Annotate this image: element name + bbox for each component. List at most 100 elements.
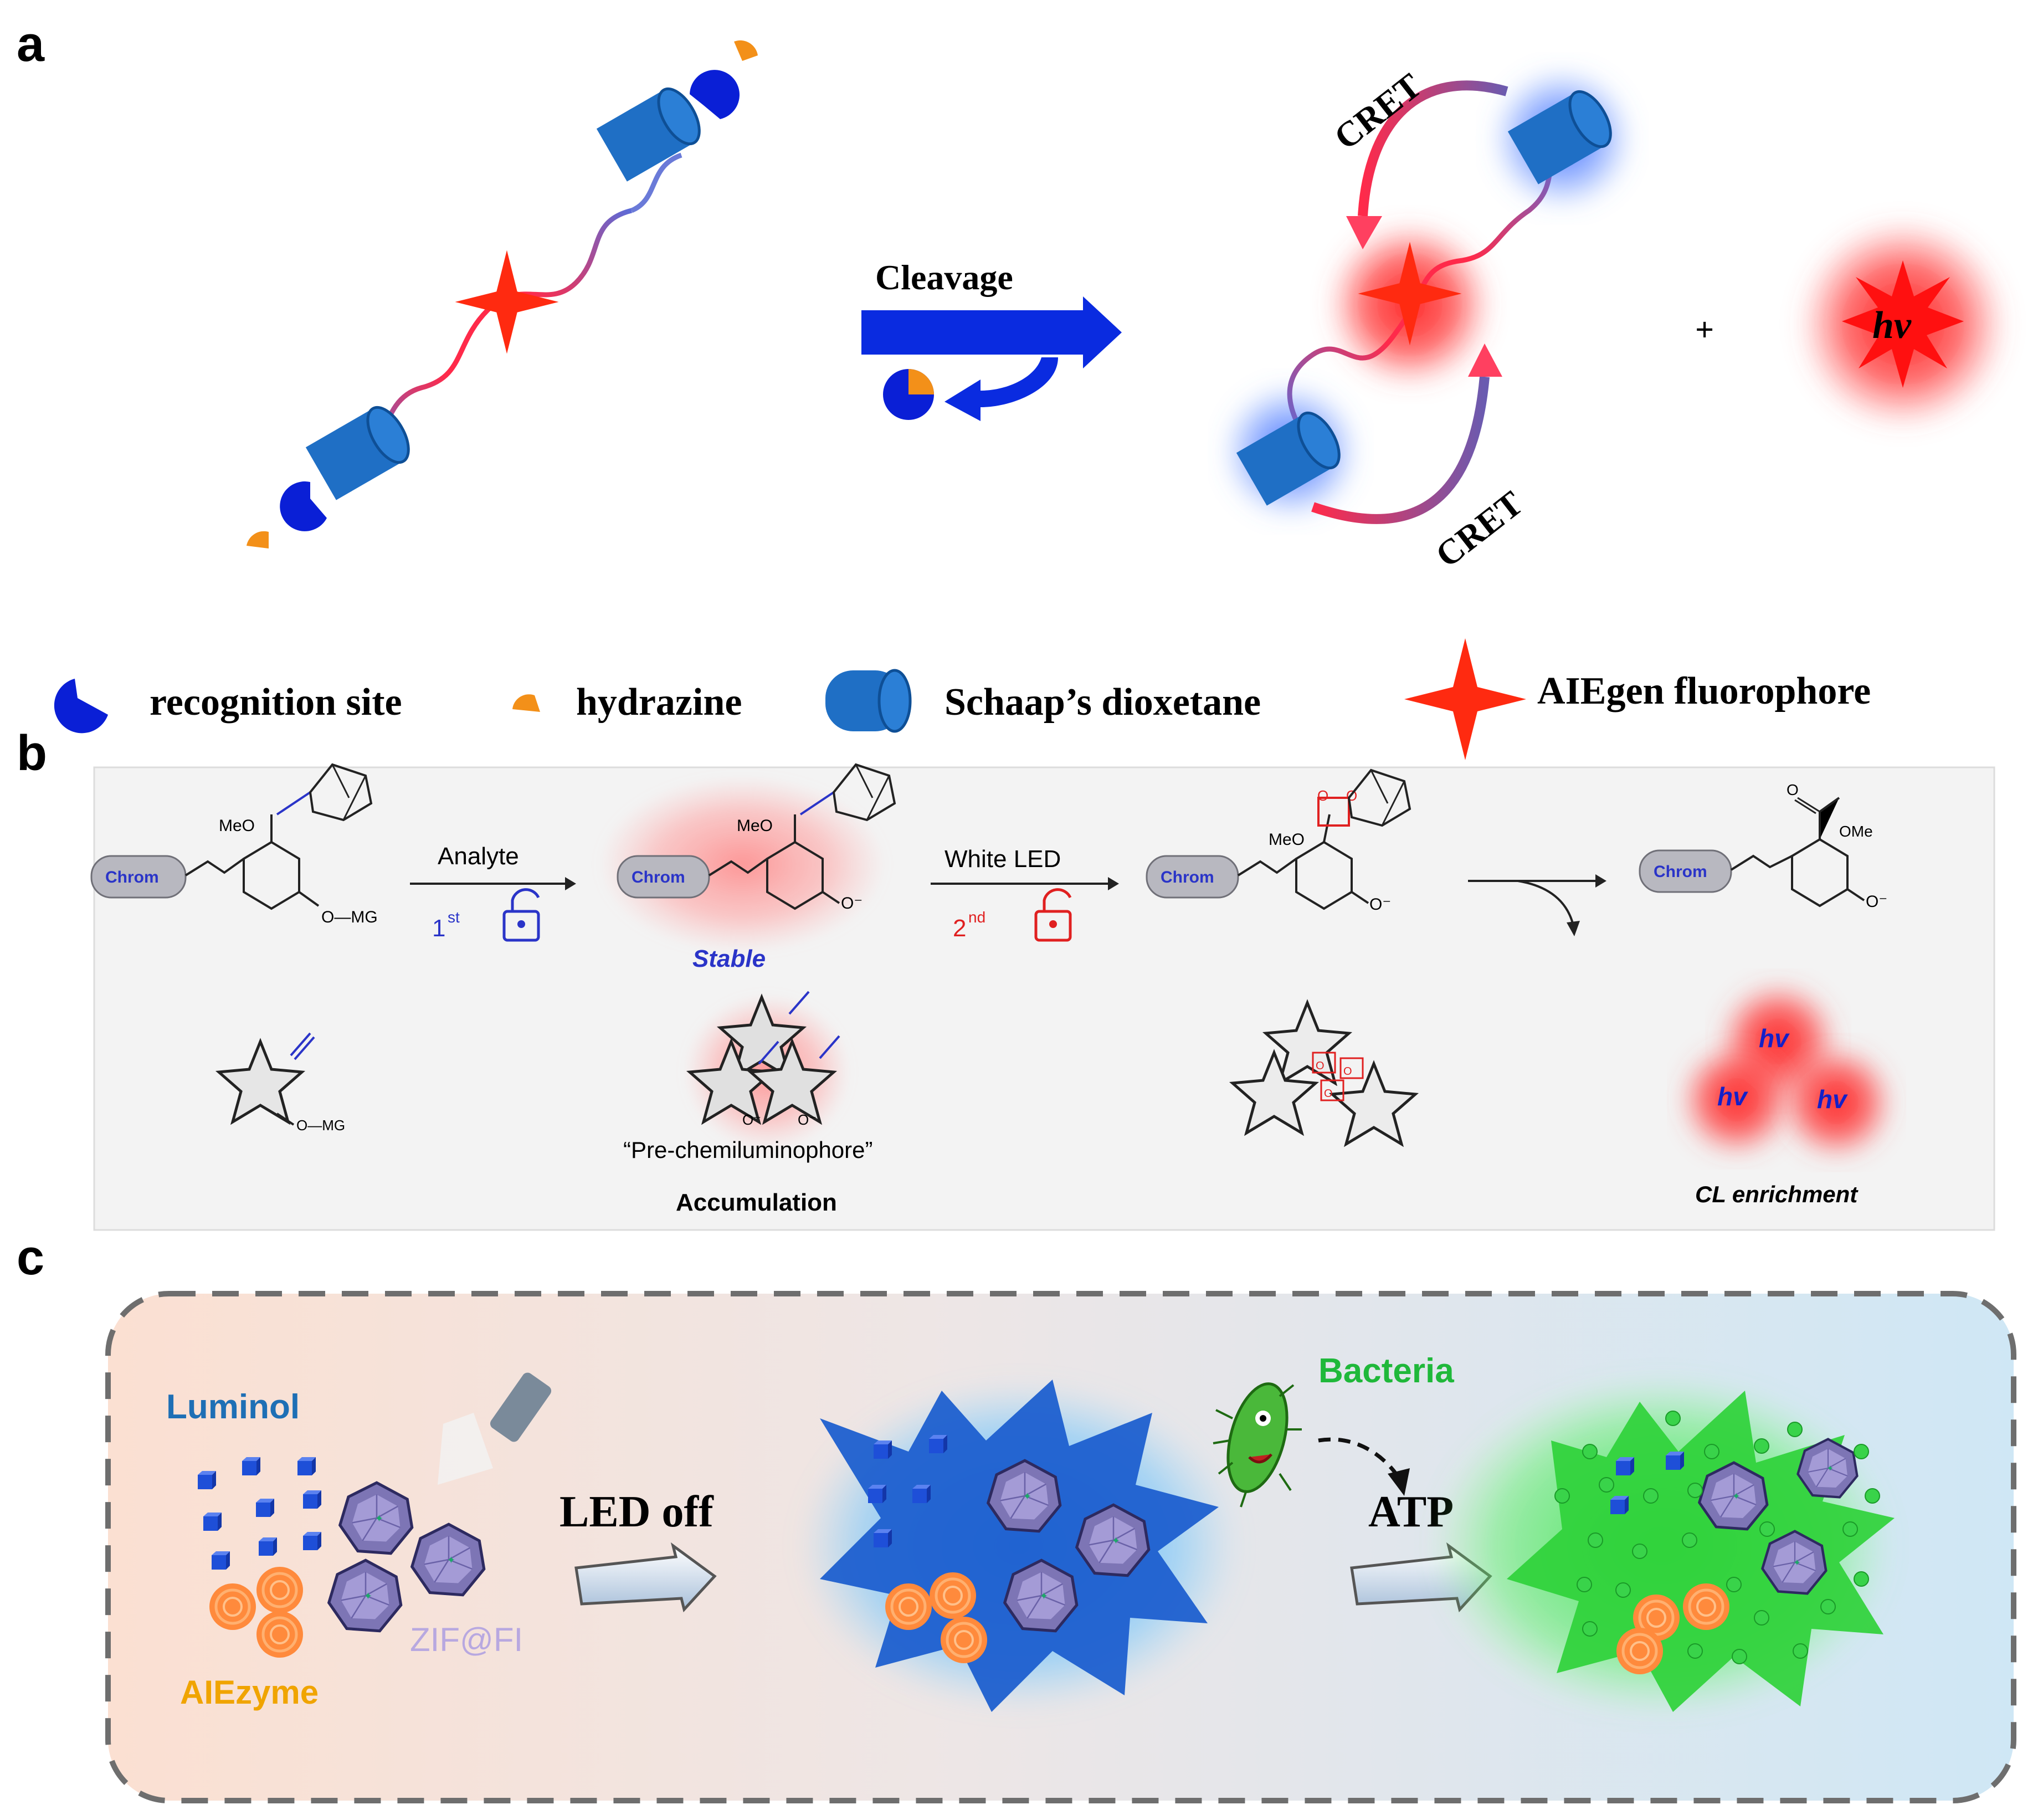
legend-dioxetane-label: Schaap’s dioxetane (944, 681, 1261, 724)
star-probe-sketch: O—MG (215, 1032, 345, 1134)
chrom-pill (90, 855, 187, 899)
legend-aiegen-icon (1404, 638, 1526, 760)
legend: recognition site hydrazine Schaap’s diox… (54, 638, 1871, 760)
white-led-label: White LED (944, 845, 1061, 873)
meo-label: MeO (737, 817, 773, 835)
linker-chain-upper (630, 152, 682, 213)
pre-chemiluminophore-label: “Pre-chemiluminophore” (623, 1137, 873, 1163)
panel-b: b Chrom MeO O—MG Analyte 1 st (17, 726, 1995, 1231)
chrom-label: Chrom (105, 868, 159, 886)
stable-intermediate: Chrom MeO O⁻ Stable (598, 763, 896, 972)
aiezyme-disc-icon (256, 1567, 303, 1613)
oneg-label: O⁻ (1369, 895, 1391, 914)
hv-label: hv (1717, 1082, 1748, 1111)
pre-chemiluminophore: O⁻ O⁻ “Pre-chemiluminophore” Accumulatio… (623, 991, 873, 1216)
initial-mixture: ZIF@FI AIEzyme (180, 1372, 552, 1711)
luminol-label: Luminol (166, 1388, 300, 1426)
panel-c-label: c (17, 1230, 44, 1285)
led-off-label: LED off (559, 1488, 714, 1536)
analyte-step: Analyte 1 st (410, 843, 576, 942)
dioxetane-ring (1317, 797, 1350, 827)
second-step-num: 2 (953, 915, 966, 942)
meo-label: MeO (219, 817, 255, 835)
panel-a-label: a (17, 17, 45, 72)
legend-hydrazine-icon (512, 694, 540, 712)
light-emission: hv (1798, 219, 2008, 429)
meo-label: MeO (1269, 830, 1305, 849)
hydrazine-icon (247, 531, 269, 548)
hv-label: hv (1817, 1085, 1848, 1114)
cleavage-label: Cleavage (875, 258, 1013, 297)
unlock-icon (1034, 888, 1072, 942)
recognition-site-icon (690, 70, 740, 119)
oneg-label: O⁻ (742, 1111, 761, 1128)
o-label: O (1787, 781, 1799, 798)
activated-probe: CRET CRET (1221, 65, 1634, 575)
legend-hydrazine-label: hydrazine (576, 681, 742, 724)
aiezyme-label: AIEzyme (180, 1674, 319, 1711)
legend-recognition-label: recognition site (150, 681, 402, 724)
aiezyme-disc-icon (1683, 1583, 1729, 1630)
white-led-step: White LED 2 nd (931, 845, 1119, 942)
panel-b-label: b (17, 726, 47, 781)
probe-structure: Chrom MeO O—MG (90, 763, 378, 926)
burst-icon (1842, 260, 1964, 388)
chrom-pill (1639, 849, 1732, 893)
dioxetane-aggregate: O O O (1229, 999, 1419, 1147)
bacteria-icon (1213, 1382, 1302, 1508)
hv-label: hv (1872, 304, 1912, 347)
oneg-label: O⁻ (798, 1111, 817, 1128)
legend-recognition-icon (54, 679, 108, 734)
linker-chain-lower (358, 208, 633, 478)
aiezyme-disc-icon (209, 1583, 256, 1630)
aiezyme-disc-icon (1616, 1628, 1663, 1674)
chrom-label: Chrom (1161, 868, 1214, 886)
aiezyme-disc-icon (930, 1572, 976, 1619)
chrom-pill (1146, 855, 1239, 899)
hollow-arrow-icon (574, 1542, 717, 1613)
first-step-num: 1 (432, 915, 445, 942)
o-label: O (1324, 1088, 1333, 1100)
oneg-label: O⁻ (841, 894, 863, 912)
cl-enrichment-label: CL enrichment (1695, 1181, 1859, 1207)
probe-molecule (247, 40, 758, 548)
dashed-arrow (1318, 1437, 1398, 1475)
aiegen-star-icon (455, 250, 559, 354)
unlock-icon (502, 888, 540, 942)
aiezyme-disc-icon (256, 1611, 303, 1658)
o-label: O (1316, 1060, 1325, 1072)
green-chemiluminescence (1429, 1374, 1895, 1718)
chrom-label: Chrom (1654, 863, 1707, 881)
dioxetane-structure: Chrom MeO O O O⁻ (1146, 768, 1411, 914)
dioxetane-cylinder-icon (597, 82, 707, 181)
recognition-site-icon (280, 481, 327, 531)
chrom-pill (617, 855, 710, 899)
legend-dioxetane-icon (825, 669, 912, 733)
release-arrow-icon (944, 357, 1058, 421)
ester-product: Chrom O OMe O⁻ (1639, 781, 1887, 911)
panel-a: a Cleavage (17, 17, 2008, 575)
dioxetane-cylinder-icon (306, 401, 417, 500)
o-label: O (1317, 787, 1328, 804)
cret-arrow-bottom (1311, 376, 1490, 524)
cret-arrow-top (1358, 80, 1508, 217)
cl-enrichment: hv hv hv CL enrichment (1678, 981, 1895, 1207)
aiezyme-disc-icon (941, 1617, 987, 1663)
panel-b-frame (93, 766, 1995, 1231)
first-step-sup: st (448, 909, 460, 926)
mg-label: O—MG (296, 1117, 345, 1134)
chrom-label: Chrom (632, 868, 685, 886)
o-label: O (1343, 1065, 1352, 1078)
omg-label: O—MG (321, 908, 378, 926)
decomposition-arrow (1468, 874, 1606, 936)
stable-label: Stable (692, 945, 766, 972)
plus-sign: + (1695, 311, 1714, 348)
cleavage-arrow: Cleavage (861, 258, 1122, 421)
blue-chemiluminescence (798, 1380, 1241, 1712)
zif-label: ZIF@FI (410, 1621, 523, 1658)
aiezyme-disc-icon (885, 1583, 932, 1630)
panel-c: c Luminol ZIF@FI AIEzyme (17, 1230, 2016, 1803)
accumulation-label: Accumulation (676, 1189, 837, 1216)
blue-burst-icon (820, 1380, 1219, 1712)
